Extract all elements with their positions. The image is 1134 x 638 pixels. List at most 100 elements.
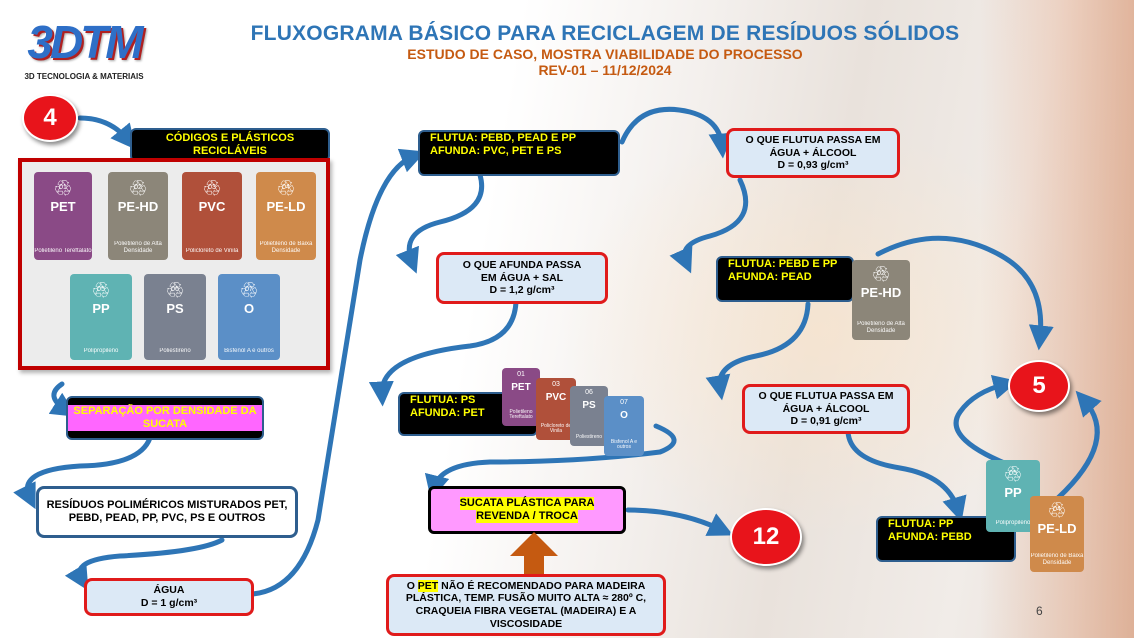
mini-card-other: 07 O Bisfenol A e outros	[604, 396, 644, 456]
alcool2-line3: D = 0,91 g/cm³	[790, 415, 862, 428]
card-code: PP	[1004, 485, 1022, 500]
arrow-flutua1-to-afunda-sal	[395, 172, 484, 274]
step-5-badge: 5	[1008, 360, 1070, 412]
agua-line2: D = 1 g/cm³	[140, 597, 198, 609]
pp-pebd-line2: AFUNDA: PEBD	[888, 531, 972, 544]
sucata-line1: SUCATA PLÁSTICA PARA	[459, 496, 595, 510]
alcool1-line2: ÁGUA + ÁLCOOL	[769, 146, 857, 159]
sucata-line2: REVENDA / TROCA	[476, 510, 578, 524]
card-code: PVC	[198, 199, 226, 214]
mini-card-pet: 01 PET Polietileno Tereftalato	[502, 368, 540, 426]
mini-card-desc: Polietileno Tereftalato	[509, 408, 533, 421]
card-code: O	[243, 301, 255, 316]
arrow-sucata-to-12	[625, 507, 734, 536]
card-number: 01	[59, 184, 67, 191]
alcool1-line1: O QUE FLUTUA PASSA EM	[745, 134, 881, 147]
card-pehd: ♲ 02 PE-HD Polietileno de Alta Densidade	[108, 172, 168, 260]
card-desc: Polipropileno	[995, 520, 1031, 527]
mini-card-code: PVC	[545, 392, 567, 403]
arrow-pebd-pp-to-alcool2	[705, 301, 811, 401]
flutua-ps-line1: FLUTUA: PS	[410, 394, 476, 406]
card-number: 02	[877, 270, 885, 277]
pet-note-rest: NÃO É RECOMENDADO PARA MADEIRA PLÁSTICA,…	[405, 579, 647, 630]
sucata-box: SUCATA PLÁSTICA PARA REVENDA / TROCA	[428, 486, 626, 534]
card-number: 05	[1009, 470, 1017, 477]
arrow-pebd-pp-to-5	[875, 235, 1054, 351]
alcool2-line2: ÁGUA + ÁLCOOL	[782, 402, 870, 415]
residuos-label: RESÍDUOS POLIMÉRICOS MISTURADOS PET, PEB…	[46, 498, 288, 524]
card-desc: Polietileno de Baixa Densidade	[1030, 553, 1084, 567]
card-ps: ♲ 06 PS Poliestireno	[144, 274, 206, 360]
alcool2-line1: O QUE FLUTUA PASSA EM	[758, 390, 894, 403]
card-peld: ♲ 04 PE-LD Polietileno de Baixa Densidad…	[256, 172, 316, 260]
logo-tagline: 3D TECNOLOGIA & MATERIAIS	[24, 72, 144, 81]
recycle-icon: ♲	[276, 176, 296, 201]
card-desc: Polietileno Tereftalato	[34, 248, 92, 255]
card-desc: Polipropileno	[83, 348, 119, 355]
flutua1-line1: FLUTUA: PEBD, PEAD E PP	[430, 132, 577, 144]
codigos-label: CÓDIGOS E PLÁSTICOS RECICLÁVEIS	[165, 131, 295, 157]
codigos-box: CÓDIGOS E PLÁSTICOS RECICLÁVEIS	[130, 128, 330, 162]
card-code: PS	[166, 301, 184, 316]
residuos-box: RESÍDUOS POLIMÉRICOS MISTURADOS PET, PEB…	[36, 486, 298, 538]
mini-card-number: 07	[620, 399, 628, 406]
afunda-sal-box: O QUE AFUNDA PASSA EM ÁGUA + SAL D = 1,2…	[436, 252, 608, 304]
recycle-icon: ♲	[239, 278, 259, 303]
arrow-afunda-sal-to-flutua-ps	[368, 299, 519, 407]
card-other: ♲ 07 O Bisfenol A e outros	[218, 274, 280, 360]
step-12-badge: 12	[730, 508, 802, 566]
pet-note-highlight: PET	[417, 579, 439, 592]
card-desc: Polietileno de Alta Densidade	[114, 241, 162, 255]
alcool1-line3: D = 0,93 g/cm³	[777, 159, 849, 172]
card-code: PP	[92, 301, 110, 316]
recycle-icon: ♲	[202, 176, 222, 201]
recycle-icon: ♲	[871, 262, 891, 287]
pp-pebd-box: FLUTUA: PP AFUNDA: PEBD	[876, 516, 1016, 562]
mini-card-number: 06	[585, 389, 593, 396]
mini-card-desc: Poliestireno	[575, 434, 603, 441]
card-pp: ♲ 05 PP Polipropileno	[70, 274, 132, 360]
alcool2-box: O QUE FLUTUA PASSA EM ÁGUA + ÁLCOOL D = …	[742, 384, 910, 434]
mini-card-code: O	[620, 410, 628, 421]
card-desc: Polietileno de Alta Densidade	[857, 321, 905, 335]
arrow-alcool2-to-pp-pebd	[845, 429, 967, 522]
card-desc: Poliestireno	[159, 348, 191, 355]
arrow-flutua1-to-alcool1	[619, 106, 734, 159]
page-subtitle: ESTUDO DE CASO, MOSTRA VIABILIDADE DO PR…	[407, 46, 803, 62]
pet-note-box: O PET NÃO É RECOMENDADO PARA MADEIRA PLÁ…	[386, 574, 666, 636]
agua-line1: ÁGUA	[153, 584, 185, 597]
arrow-panel-to-separacao	[48, 381, 77, 417]
logo-mark: 3DTM	[27, 16, 143, 68]
page-title: FLUXOGRAMA BÁSICO PARA RECICLAGEM DE RES…	[250, 22, 960, 45]
card-code: PE-HD	[117, 199, 159, 214]
card-desc: Polietileno de Baixa Densidade	[259, 241, 313, 255]
pebd-pp-line1: FLUTUA: PEBD E PP	[728, 258, 838, 270]
pebd-pp-line2: AFUNDA: PEAD	[728, 271, 812, 284]
pp-pebd-line1: FLUTUA: PP	[888, 518, 954, 530]
mini-card-code: PET	[511, 382, 531, 393]
card-number: 07	[245, 286, 253, 293]
mini-card-number: 03	[552, 381, 560, 388]
arrow-separacao-to-residuos	[13, 435, 153, 510]
arrow-4-to-codigos	[77, 115, 136, 150]
recycle-icon: ♲	[1003, 462, 1023, 487]
card-number: 05	[97, 286, 105, 293]
afunda-sal-line2: EM ÁGUA + SAL	[480, 271, 564, 284]
pehd-side-card: ♲ 02 PE-HD Polietileno de Alta Densidade	[852, 260, 910, 340]
separacao-label: SEPARAÇÃO POR DENSIDADE DA SUCATA	[68, 404, 262, 432]
recycle-icon: ♲	[1047, 498, 1067, 523]
arrow-peld-card-to-5	[1055, 390, 1102, 501]
mini-card-desc: Bisfenol A e outros	[610, 438, 638, 451]
revision-label: REV-01 – 11/12/2024	[538, 62, 672, 78]
card-number: 04	[282, 184, 290, 191]
recycle-icon: ♲	[91, 278, 111, 303]
pet-note-text: O PET NÃO É RECOMENDADO PARA MADEIRA PLÁ…	[395, 579, 657, 630]
card-number: 03	[208, 184, 216, 191]
card-number: 04	[1053, 506, 1061, 513]
card-pvc: ♲ 03 PVC Policloreto de Vinila	[182, 172, 242, 260]
mini-card-ps: 06 PS Poliestireno	[570, 386, 608, 446]
orange-up-arrow	[510, 532, 558, 580]
flutua-ps-line2: AFUNDA: PET	[410, 407, 485, 420]
mini-card-desc: Policloreto de Vinila	[540, 422, 572, 435]
